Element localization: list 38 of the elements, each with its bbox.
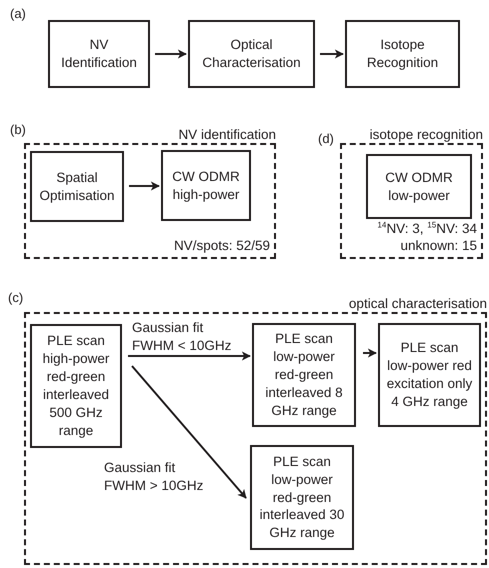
panel-label: (c) (8, 290, 24, 305)
process-box (345, 20, 460, 88)
arrow (155, 50, 187, 58)
box-text: Isotope Recognition (366, 36, 440, 72)
box-text: PLE scan low-power red-green interleaved 8 GHz range (264, 330, 344, 420)
box-text: Optical Characterisation (201, 36, 302, 72)
process-box (161, 150, 251, 221)
panel-label: (a) (10, 6, 26, 21)
edge-label: Gaussian fit FWHM < 10GHz (132, 319, 232, 354)
panel-label: (b) (10, 122, 26, 137)
arrow (131, 365, 247, 499)
count-note: NV/spots: 52/59 (174, 237, 270, 255)
process-box (48, 20, 150, 88)
arrow (129, 182, 160, 190)
process-box (188, 20, 315, 88)
box-text: Spatial Optimisation (38, 168, 116, 204)
process-box (252, 323, 356, 427)
process-box (378, 323, 481, 427)
arrow (320, 50, 344, 58)
arrow (128, 352, 251, 360)
process-box (30, 151, 124, 222)
count-note: $^{14}$NV: 3, $^{15}$NV: 34 (377, 220, 477, 238)
arrow (363, 348, 377, 358)
panel-label: (d) (318, 131, 334, 146)
process-box (30, 324, 122, 448)
box-text: PLE scan low-power red-green interleaved 30 GHz range (258, 452, 346, 542)
box-text: PLE scan low-power red excitation only 4 GHz range (386, 339, 474, 411)
count-note: unknown: 15 (400, 237, 477, 255)
box-text: CW ODMR high-power (171, 168, 241, 204)
process-box (250, 445, 354, 550)
box-text: NV Identification (60, 36, 138, 72)
group-heading: optical characterisation (348, 296, 487, 311)
box-text: PLE scan high-power red-green interleaved 500 GHz range (42, 332, 110, 440)
edge-label: Gaussian fit FWHM > 10GHz (104, 459, 204, 494)
group-heading: NV identification (178, 127, 276, 142)
group-heading: isotope recognition (370, 127, 483, 142)
box-text: CW ODMR low-power (384, 168, 454, 204)
process-box (366, 154, 472, 219)
